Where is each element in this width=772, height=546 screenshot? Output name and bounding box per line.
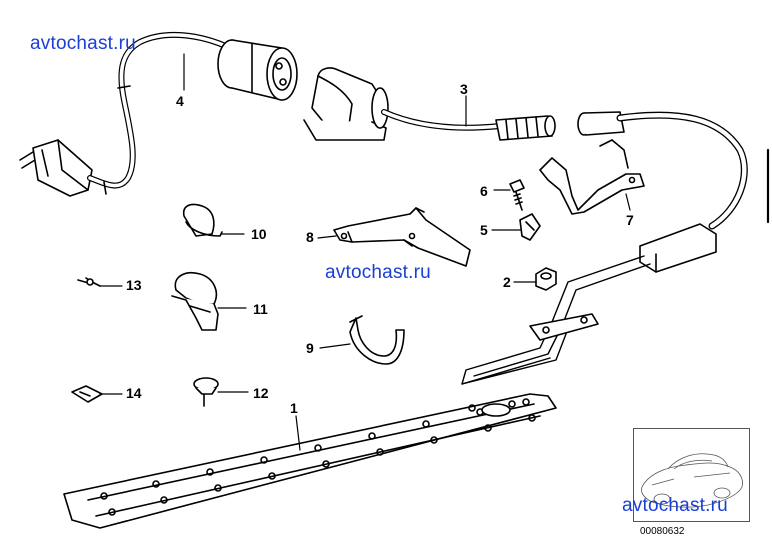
part-label-4: 4 (176, 93, 184, 109)
part-label-14: 14 (126, 385, 142, 401)
part-label-2: 2 (503, 274, 511, 290)
part-label-1: 1 (290, 400, 298, 416)
part-10-cable-clamp (182, 203, 223, 237)
leader-lines (99, 53, 631, 451)
part-1-heating-element (63, 111, 748, 529)
part-label-12: 12 (253, 385, 269, 401)
part-label-7: 7 (626, 212, 634, 228)
part-label-5: 5 (480, 222, 488, 238)
part-2-hex-nut (535, 267, 557, 291)
part-14-clip (71, 385, 103, 403)
part-7-bracket (539, 139, 645, 215)
part-13-screw (77, 277, 101, 287)
part-9-strap-clamp (349, 315, 405, 365)
part-label-9: 9 (306, 340, 314, 356)
watermark-bottom-right: avtochast.ru (622, 495, 728, 516)
part-label-10: 10 (251, 226, 267, 242)
watermark-center: avtochast.ru (325, 262, 431, 283)
part-8-holder (333, 207, 471, 267)
part-5-clip-nut (519, 213, 541, 241)
part-6-screw (509, 179, 525, 211)
part-label-3: 3 (460, 81, 468, 97)
part-4-cable-with-plug (19, 31, 298, 197)
part-label-13: 13 (126, 277, 142, 293)
part-label-6: 6 (480, 183, 488, 199)
part-label-8: 8 (306, 229, 314, 245)
plate-rivets (100, 398, 536, 516)
part-3-heater-cable (303, 67, 625, 141)
reference-code: 00080632 (640, 526, 685, 537)
part-12-screw (193, 377, 219, 407)
car-thumbnail (633, 428, 750, 522)
watermark-top-left: avtochast.ru (30, 33, 136, 54)
part-11-clamp (171, 272, 219, 331)
part-label-11: 11 (253, 301, 268, 317)
car-outline-icon (641, 453, 743, 508)
